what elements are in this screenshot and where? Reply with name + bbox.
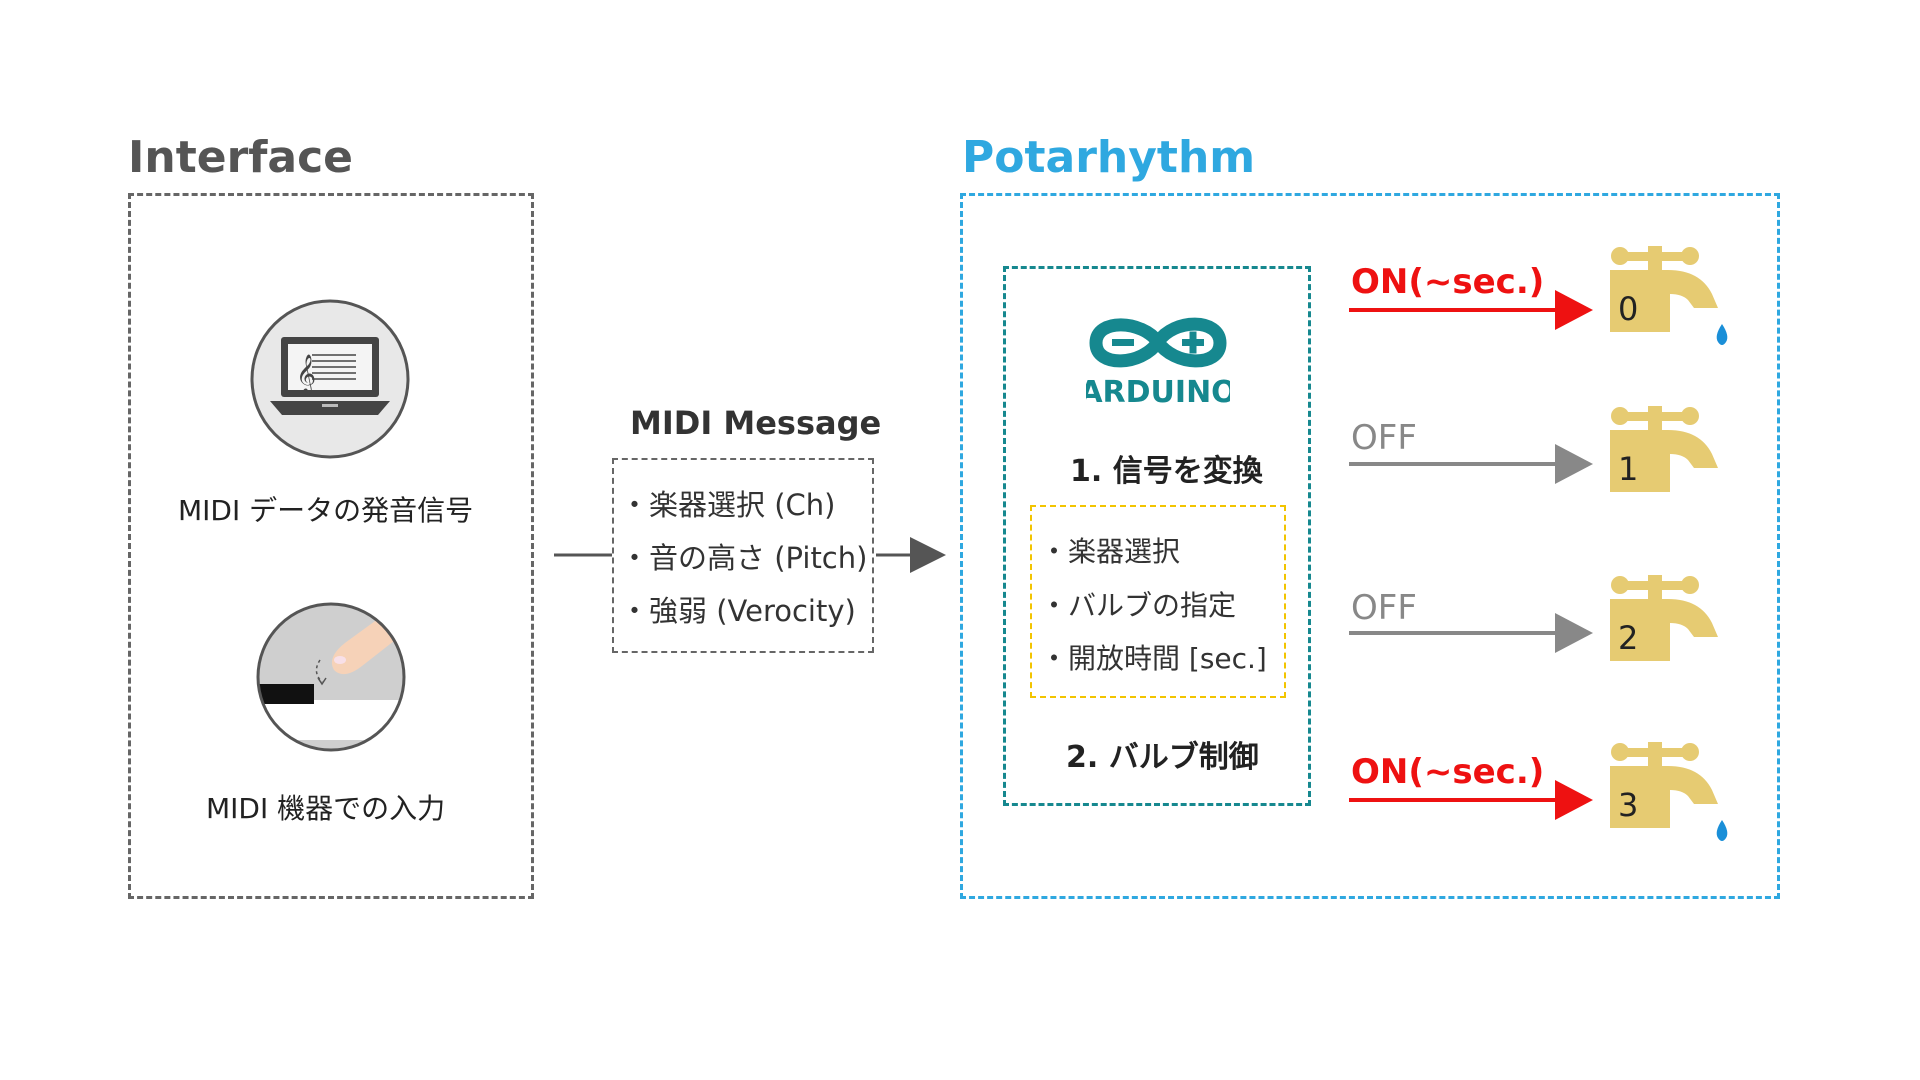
message-item-velocity: ・強弱 (Verocity) [620, 594, 856, 628]
valve-arrows [1349, 290, 1593, 820]
arduino-box [1003, 266, 1311, 806]
message-box [612, 458, 874, 653]
interface-title: Interface [128, 132, 354, 183]
laptop-music-icon: 𝄞 [250, 299, 410, 459]
source2-label: MIDI 機器での入力 [206, 792, 446, 825]
valve2-number: 2 [1618, 619, 1639, 657]
arduino-logo-text: ARDUINO [1086, 375, 1230, 410]
valve3-number: 3 [1618, 786, 1639, 824]
valve0-signal: ON(~sec.) [1351, 262, 1545, 302]
valve1-number: 1 [1618, 450, 1639, 488]
faucet-icon [1610, 742, 1728, 841]
detail-valve: ・バルブの指定 [1040, 589, 1237, 622]
connector-arrow [554, 537, 946, 573]
step2-label: 2. バルブ制御 [1066, 740, 1259, 775]
finger-key-icon [256, 602, 406, 752]
valve0-number: 0 [1618, 290, 1639, 328]
water-drop-icon [1716, 324, 1728, 345]
faucet-icon [1610, 575, 1718, 661]
potarhythm-box [960, 193, 1780, 899]
water-drop-icon [1716, 820, 1728, 841]
detail-duration: ・開放時間 [sec.] [1040, 642, 1267, 675]
step1-label: 1. 信号を変換 [1070, 454, 1263, 489]
detail-instrument: ・楽器選択 [1040, 535, 1181, 568]
message-item-pitch: ・音の高さ (Pitch) [620, 541, 868, 575]
faucet-icon [1610, 246, 1728, 345]
conversion-details-box [1030, 505, 1286, 698]
faucet-icon [1610, 406, 1718, 492]
interface-box [128, 193, 534, 899]
potarhythm-title: Potarhythm [962, 132, 1256, 183]
valve1-signal: OFF [1351, 418, 1417, 458]
valve3-signal: ON(~sec.) [1351, 752, 1545, 792]
arduino-logo: ARDUINO [1086, 317, 1230, 410]
source1-label: MIDI データの発音信号 [178, 494, 474, 527]
message-item-channel: ・楽器選択 (Ch) [620, 488, 836, 522]
svg-text:𝄞: 𝄞 [296, 354, 316, 395]
message-title: MIDI Message [630, 404, 882, 442]
valve2-signal: OFF [1351, 588, 1417, 628]
